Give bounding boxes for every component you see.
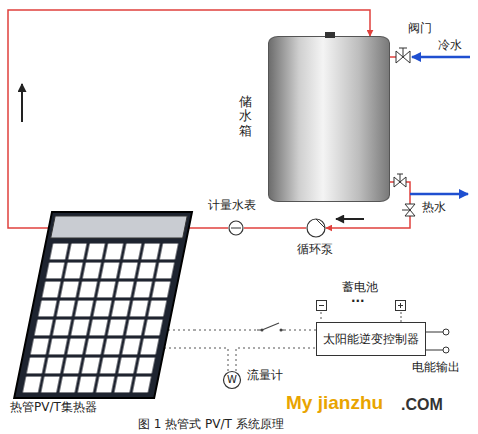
figure-caption: 图 1 热管式 PV/T 系统原理 [138,417,284,431]
pump-label: 循环泵 [297,242,333,256]
tank-label: 储水箱 [239,95,252,138]
watermark: .COM [401,395,443,414]
flow-meter: W流量计 [223,371,241,389]
valve-label: 阀门 [408,21,432,35]
flow-meter-label: 流量计 [247,368,283,382]
flow-arrow [21,84,23,122]
meter-label: 计量水表 [208,198,256,212]
valve-symbol [394,174,406,187]
circulation-pump: 循环泵 [306,218,326,238]
power-output-label: 电能输出 [412,360,460,374]
water-meter: 计量水表 [228,220,244,236]
water-meter-outline [228,220,244,236]
pvt-collector-outline [14,212,194,400]
collector-label: 热管PV/T集热器 [10,400,97,414]
signal-wire [401,312,402,322]
signal-wire [321,312,322,322]
cold-water-label: 冷水 [438,38,462,52]
signal-wire [194,348,228,371]
battery-label: 蓄电池 [342,280,378,294]
water-pipe [390,56,396,58]
hot-water-label: 热水 [422,200,446,214]
flow-meter-symbol: W [227,374,237,386]
storage-tank: 储水箱 [268,36,390,202]
battery-cells: ··· [351,294,365,308]
storage-tank-outline [269,37,391,203]
pvt-collector: 热管PV/T集热器 [14,212,194,400]
watermark: My jianzhu [286,392,383,415]
valve-symbol: 阀门 [396,51,410,63]
water-pipe [194,227,228,229]
valve-symbol-outline [396,51,410,63]
flow-arrow [336,218,364,220]
hot-water-arrow [410,193,468,196]
valve-symbol [402,204,415,216]
controller-label: 太阳能逆变控制器 [323,332,419,346]
switch-symbol [257,323,284,335]
signal-wire [236,348,316,371]
water-pipe [244,227,306,229]
cold-water-arrow [412,56,470,59]
inverter-controller: 太阳能逆变控制器 [316,322,426,356]
circulation-pump-outline [306,218,326,238]
signal-wire [194,330,316,331]
